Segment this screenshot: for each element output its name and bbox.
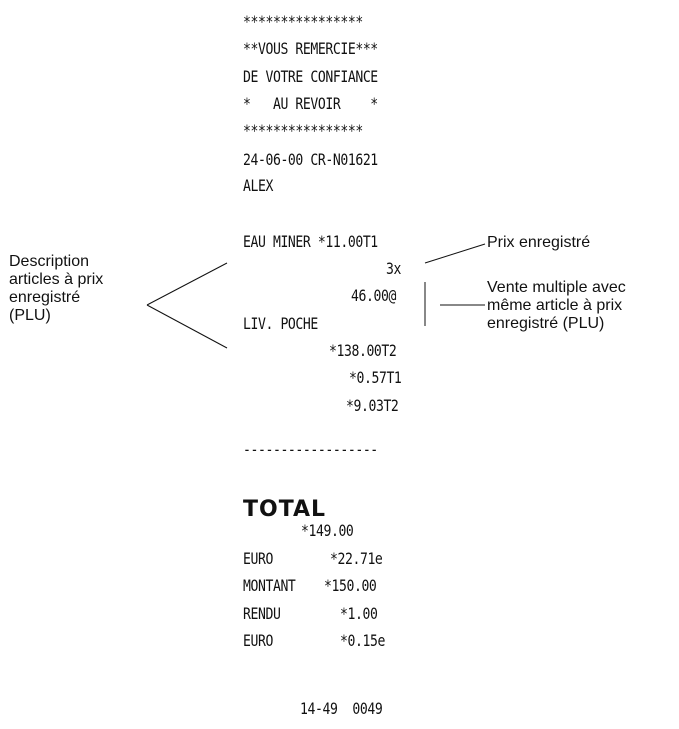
receipt-stars-bottom: **************** [243,121,363,140]
receipt-clerk: ALEX [243,176,273,195]
receipt-euro2-label: EURO [243,631,273,650]
receipt-euro2-amount: *0.15e [340,631,385,650]
annotation-vente-multiple: Vente multiple avec même article à prix … [487,279,626,332]
receipt-tax1: *0.57T1 [349,368,402,387]
receipt-euro1-amount: *22.71e [330,549,383,568]
receipt-date-line: 24-06-00 CR-N01621 [243,150,378,169]
receipt-qty-line: 3x [386,259,401,278]
receipt-rendu-label: RENDU [243,604,281,623]
receipt-thanks: **VOUS REMERCIE*** [243,39,378,58]
receipt-stars-top: **************** [243,12,363,31]
receipt-item2-amount: *138.00T2 [329,341,397,360]
receipt-item1-line: EAU MINER *11.00T1 [243,232,378,251]
receipt-montant-label: MONTANT [243,576,296,595]
receipt-total-label: TOTAL [243,497,327,522]
receipt-separator: ------------------ [243,440,378,459]
leader-line-liv-poche [146,304,228,349]
receipt-item2-name: LIV. POCHE [243,314,318,333]
leader-line-prix [424,243,486,264]
annotation-description: Description articles à prix enregistré (… [9,253,104,324]
annotation-prix-enregistre: Prix enregistré [487,234,591,251]
receipt-montant-amount: *150.00 [324,576,377,595]
leader-line-eau-miner [146,262,228,306]
receipt-confidence: DE VOTRE CONFIANCE [243,67,378,86]
receipt-tax2: *9.03T2 [346,396,399,415]
receipt-euro1-label: EURO [243,549,273,568]
receipt-goodbye: * AU REVOIR * [243,94,378,113]
receipt-rendu-amount: *1.00 [340,604,378,623]
receipt-total-amount: *149.00 [301,521,354,540]
receipt-footer: 14-49 0049 [300,699,383,718]
receipt-price-at-line: 46.00@ [351,286,396,305]
